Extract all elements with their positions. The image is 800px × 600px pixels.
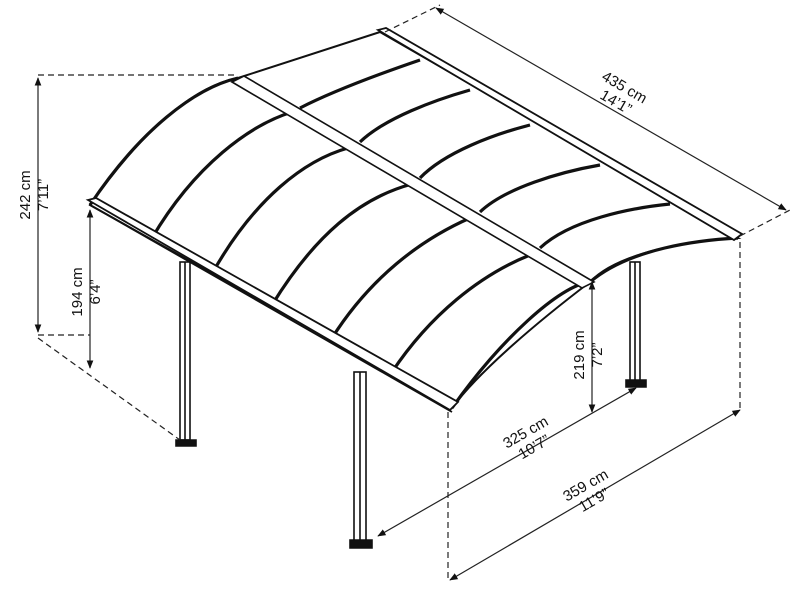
post-front-left: [349, 371, 373, 549]
post-back-right: [625, 261, 647, 388]
posts: [175, 261, 647, 549]
eave-height-metric-label: 194 cm: [69, 267, 86, 316]
post-back-left: [175, 261, 197, 447]
clearance-metric-label: 219 cm: [571, 330, 588, 379]
total-height-metric-label: 242 cm: [17, 170, 34, 219]
total-height-imperial-label: 7’11”: [35, 179, 52, 211]
clearance-imperial-label: 7’2”: [589, 342, 606, 367]
dimension-lines: [34, 4, 791, 582]
eave-height-imperial-label: 6’4”: [87, 279, 104, 304]
